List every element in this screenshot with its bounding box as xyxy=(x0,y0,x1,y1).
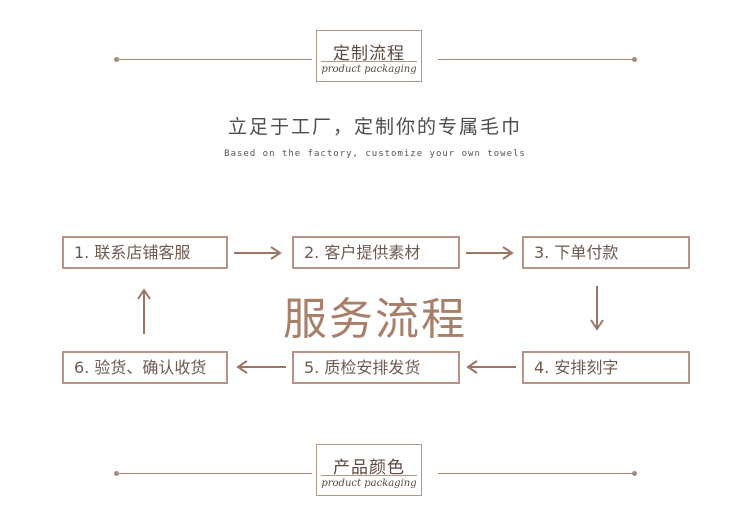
bottom-right-divider-line xyxy=(438,473,634,474)
step-2-box: 2. 客户提供素材 xyxy=(292,236,460,269)
step-6-box: 6. 验货、确认收货 xyxy=(62,351,228,384)
arrow-up-icon xyxy=(137,288,151,334)
arrow-down-icon xyxy=(590,286,604,331)
top-badge: 定制流程 product packaging xyxy=(316,30,422,82)
bottom-right-line-dot xyxy=(632,471,637,476)
step-2-label: 2. 客户提供素材 xyxy=(304,243,421,262)
top-badge-subtitle: product packaging xyxy=(321,64,417,75)
left-divider-line xyxy=(116,59,312,60)
bottom-badge: 产品颜色 product packaging xyxy=(316,444,422,496)
step-5-label: 5. 质检安排发货 xyxy=(304,358,421,377)
arrow-right-icon xyxy=(234,246,282,260)
step-4-label: 4. 安排刻字 xyxy=(534,358,619,377)
arrow-left-icon xyxy=(466,360,516,374)
arrow-right-icon xyxy=(466,246,514,260)
right-divider-line xyxy=(438,59,634,60)
tagline-english: Based on the factory, customize your own… xyxy=(224,149,526,159)
bottom-badge-subtitle-box: product packaging xyxy=(321,475,417,494)
step-5-box: 5. 质检安排发货 xyxy=(292,351,460,384)
top-badge-subtitle-box: product packaging xyxy=(321,61,417,80)
step-6-label: 6. 验货、确认收货 xyxy=(74,358,207,377)
bottom-badge-subtitle: product packaging xyxy=(321,478,417,489)
tagline-chinese: 立足于工厂，定制你的专属毛巾 xyxy=(227,116,522,138)
service-process-title: 服务流程 xyxy=(283,294,467,345)
right-line-dot xyxy=(632,57,637,62)
step-3-box: 3. 下单付款 xyxy=(522,236,690,269)
step-1-label: 1. 联系店铺客服 xyxy=(74,243,191,262)
step-4-box: 4. 安排刻字 xyxy=(522,351,690,384)
step-1-box: 1. 联系店铺客服 xyxy=(62,236,228,269)
arrow-left-icon xyxy=(236,360,286,374)
top-badge-title: 定制流程 xyxy=(333,44,405,64)
bottom-left-divider-line xyxy=(116,473,312,474)
step-3-label: 3. 下单付款 xyxy=(534,243,619,262)
bottom-badge-title: 产品颜色 xyxy=(333,458,405,478)
